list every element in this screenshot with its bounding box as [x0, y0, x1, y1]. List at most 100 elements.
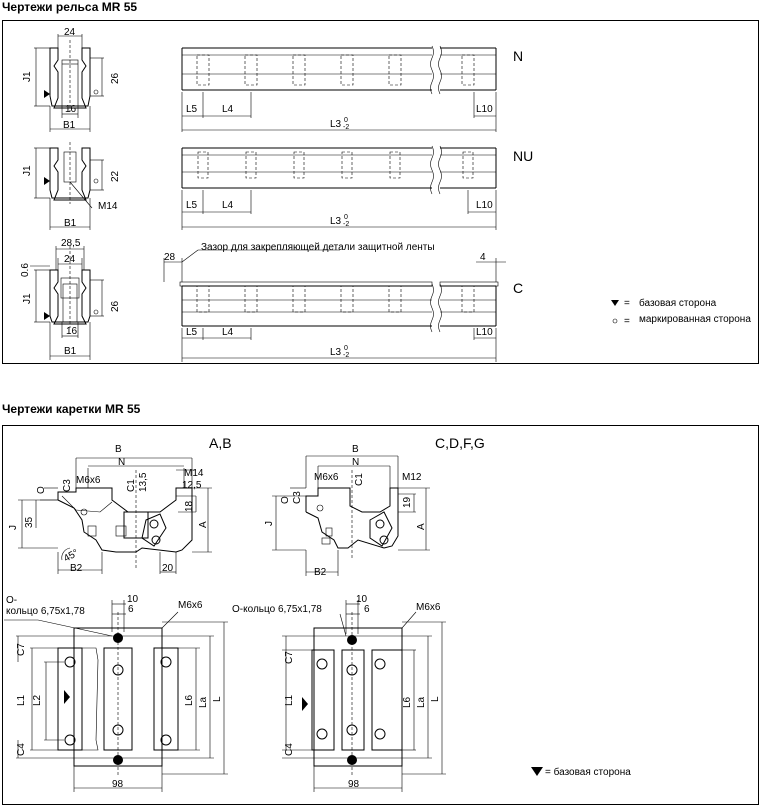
- carriage-top-cdfg: [282, 600, 446, 792]
- rail-c-l4: L4: [222, 327, 234, 338]
- carriage-cd-m12: M12: [402, 472, 422, 483]
- rail-c-dim-28: 28: [164, 252, 176, 263]
- carriage-cd-l: L: [430, 696, 441, 702]
- rail-nu-b1: B1: [64, 218, 77, 229]
- rail-nu-l3: L3: [330, 216, 342, 227]
- carriage-ab-m6x6-top: M6x6: [178, 600, 203, 611]
- rail-nu-l10: L10: [476, 200, 493, 211]
- carriage-ab-c4: C4: [16, 743, 27, 756]
- carriage-ab-oring-1: O-: [6, 595, 17, 606]
- rail-type-c: C: [513, 280, 523, 296]
- carriage-cd-10: 10: [356, 594, 368, 605]
- rail-c-offset-0-6: 0.6: [20, 263, 31, 277]
- carriage-ab-n: N: [118, 457, 125, 468]
- rail-n-width-24: 24: [64, 27, 76, 38]
- rail-side-nu: [181, 145, 497, 230]
- carriage-cd-19: 19: [402, 496, 413, 508]
- carriage-ab-a: A: [198, 521, 209, 528]
- rail-legend-base-side: базовая сторона: [639, 297, 717, 309]
- rail-profile-n: [34, 34, 104, 132]
- rail-c-width-16: 16: [66, 326, 78, 337]
- carriage-cd-m6x6: M6x6: [314, 472, 339, 483]
- carriage-ab-10: 10: [127, 594, 139, 605]
- rail-n-l5: L5: [186, 104, 198, 115]
- rail-side-c: [163, 249, 506, 362]
- carriage-cd-a: A: [416, 523, 427, 530]
- rail-n-width-16: 16: [65, 104, 77, 115]
- carriage-cd-oring: O-кольцо 6,75x1,78: [232, 604, 322, 615]
- carriage-ab-j: J: [8, 525, 19, 530]
- rail-nu-m14: M14: [98, 201, 118, 212]
- rail-n-j1: J1: [22, 71, 33, 82]
- rail-c-l3-tol-lower: -2: [343, 352, 349, 359]
- carriage-cd-b2: B2: [314, 567, 327, 578]
- rail-legend-marked-side: маркированная сторона: [639, 314, 751, 325]
- rail-nu-height-22: 22: [110, 170, 121, 182]
- rail-n-l10: L10: [476, 104, 493, 115]
- rail-c-height-26: 26: [110, 300, 121, 312]
- carriage-drawings-title: Чертежи каретки MR 55: [2, 402, 141, 416]
- carriage-ab-c1: C1: [126, 479, 137, 492]
- rail-c-l3-tol-upper: 0: [344, 345, 348, 352]
- rail-n-b1: B1: [63, 120, 76, 131]
- carriage-cd-b: B: [352, 444, 359, 455]
- carriage-ab-13-5: 13,5: [138, 472, 149, 492]
- rail-frame: [2, 20, 759, 364]
- rail-c-width-24: 24: [64, 254, 76, 265]
- carriage-type-ab: A,B: [209, 435, 232, 451]
- carriage-ab-la: La: [198, 696, 209, 708]
- carriage-ab-l: L: [212, 696, 223, 702]
- carriage-front-ab: [18, 457, 212, 574]
- rail-legend-eq-1: =: [624, 298, 630, 309]
- base-side-triangle-icon: [611, 300, 619, 306]
- rail-nu-j1: J1: [22, 165, 33, 176]
- carriage-ab-c7: C7: [16, 643, 27, 656]
- carriage-cd-j: J: [264, 521, 275, 526]
- carriage-ab-l2: L2: [32, 694, 43, 706]
- carriage-base-side-triangle-icon: [531, 767, 543, 776]
- carriage-cd-la: La: [416, 696, 427, 708]
- rail-n-l3-tol-upper: 0: [344, 117, 348, 124]
- carriage-cd-c1: C1: [354, 473, 365, 486]
- carriage-ab-98: 98: [112, 779, 124, 790]
- rail-type-n: N: [513, 48, 523, 64]
- carriage-ab-m6x6: M6x6: [76, 475, 101, 486]
- rail-n-height-26: 26: [110, 72, 121, 84]
- carriage-ab-l1: L1: [16, 694, 27, 706]
- rail-c-dim-4: 4: [480, 252, 486, 263]
- carriage-cd-c7: C7: [284, 651, 295, 664]
- rail-nu-l3-tol-lower: -2: [343, 221, 349, 228]
- rail-c-l10: L10: [476, 327, 493, 338]
- carriage-cd-c4: C4: [284, 743, 295, 756]
- rail-c-j1: J1: [22, 293, 33, 304]
- rail-side-n: [181, 45, 497, 132]
- rail-n-l3-tol-lower: -2: [343, 124, 349, 131]
- rail-nu-l3-tol-upper: 0: [344, 214, 348, 221]
- carriage-ab-6: 6: [128, 604, 134, 615]
- carriage-ab-35: 35: [24, 516, 35, 528]
- carriage-ab-oring-2: кольцо 6,75x1,78: [6, 606, 85, 617]
- carriage-ab-o: O: [36, 486, 47, 494]
- carriage-ab-c3: C3: [62, 479, 73, 492]
- carriage-type-cdfg: C,D,F,G: [435, 435, 485, 451]
- rail-n-l3: L3: [330, 119, 342, 130]
- carriage-cd-n: N: [352, 457, 359, 468]
- carriage-cd-98: 98: [348, 779, 360, 790]
- carriage-ab-m14: M14: [184, 468, 204, 479]
- carriage-cd-l6: L6: [402, 696, 413, 708]
- rail-n-l4: L4: [222, 104, 234, 115]
- carriage-top-ab: [4, 600, 228, 792]
- rail-legend-eq-2: =: [624, 316, 630, 327]
- rail-c-width-28-5: 28,5: [61, 238, 81, 249]
- rail-c-l5: L5: [186, 327, 198, 338]
- carriage-front-cdfg: [272, 455, 430, 576]
- carriage-cd-m6x6-top: M6x6: [416, 602, 441, 613]
- carriage-ab-18: 18: [184, 500, 195, 512]
- rail-drawings-title: Чертежи рельса MR 55: [2, 0, 138, 14]
- rail-c-b1: B1: [64, 346, 77, 357]
- carriage-legend-base-side: = базовая сторона: [545, 766, 631, 778]
- rail-profile-nu: [34, 142, 104, 230]
- carriage-cd-c3: C3: [292, 491, 303, 504]
- carriage-ab-l6: L6: [184, 694, 195, 706]
